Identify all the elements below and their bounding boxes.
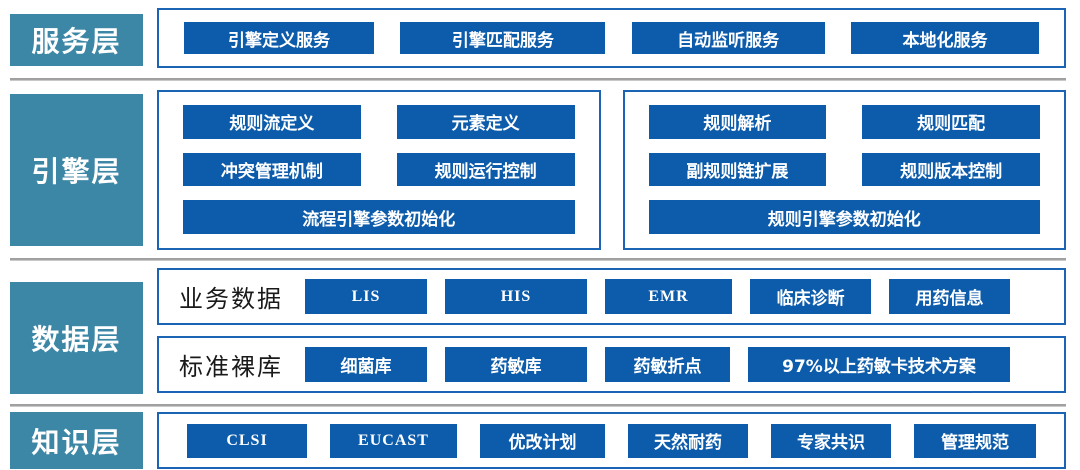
chip-rule-matching: 规则匹配 <box>862 105 1040 139</box>
chip-conflict-management: 冲突管理机制 <box>183 152 361 187</box>
layer-label-data: 数据层 <box>10 282 143 394</box>
panel-engine-left: 规则流定义 元素定义 冲突管理机制 规则运行控制 流程引擎参数初始化 <box>157 90 601 250</box>
chip-engine-matching-service: 引擎匹配服务 <box>400 22 606 54</box>
chip-eucast: EUCAST <box>330 423 457 458</box>
chip-clsi: CLSI <box>187 423 307 458</box>
chip-rule-parsing: 规则解析 <box>648 105 827 139</box>
layer-service: 服务层 引擎定义服务 引擎匹配服务 自动监听服务 本地化服务 <box>10 8 1066 68</box>
layer-label-knowledge: 知识层 <box>10 412 143 469</box>
panel-knowledge: CLSI EUCAST 优改计划 天然耐药 专家共识 管理规范 <box>157 412 1066 469</box>
layer-divider <box>10 258 1066 261</box>
chip-engine-definition-service: 引擎定义服务 <box>184 22 374 54</box>
panel-standard-db: 标准裸库 细菌库 药敏库 药敏折点 97%以上药敏卡技术方案 <box>157 336 1066 393</box>
panel-engine-right: 规则解析 规则匹配 副规则链扩展 规则版本控制 规则引擎参数初始化 <box>622 90 1066 250</box>
layer-knowledge: 知识层 CLSI EUCAST 优改计划 天然耐药 专家共识 管理规范 <box>10 412 1066 469</box>
layer-knowledge-content: CLSI EUCAST 优改计划 天然耐药 专家共识 管理规范 <box>157 412 1066 469</box>
chip-auto-listening-service: 自动监听服务 <box>631 22 825 54</box>
panel-business-data: 业务数据 LIS HIS EMR 临床诊断 用药信息 <box>157 268 1066 325</box>
chip-medication-info: 用药信息 <box>889 279 1010 314</box>
layer-data: 数据层 业务数据 LIS HIS EMR 临床诊断 用药信息 标准裸库 细菌库 … <box>10 268 1066 394</box>
chip-management-standard: 管理规范 <box>914 423 1036 458</box>
layer-label-service: 服务层 <box>10 14 143 66</box>
layer-data-content: 业务数据 LIS HIS EMR 临床诊断 用药信息 标准裸库 细菌库 药敏库 … <box>157 268 1066 394</box>
group-title-business-data: 业务数据 <box>179 287 283 313</box>
chip-expert-consensus: 专家共识 <box>771 423 891 458</box>
chip-bacteria-db: 细菌库 <box>305 347 427 382</box>
group-title-standard-db: 标准裸库 <box>179 355 283 381</box>
chip-process-engine-param-init: 流程引擎参数初始化 <box>183 200 575 234</box>
chip-rule-engine-param-init: 规则引擎参数初始化 <box>648 200 1040 234</box>
layer-label-engine: 引擎层 <box>10 94 143 246</box>
chip-localization-service: 本地化服务 <box>850 22 1039 54</box>
chip-element-definition: 元素定义 <box>396 105 575 139</box>
chip-susceptibility-breakpoint: 药敏折点 <box>605 347 730 382</box>
chip-rule-version-control: 规则版本控制 <box>862 152 1040 187</box>
chip-emr: EMR <box>605 279 732 314</box>
layer-service-content: 引擎定义服务 引擎匹配服务 自动监听服务 本地化服务 <box>157 8 1066 68</box>
layer-engine-content: 规则流定义 元素定义 冲突管理机制 规则运行控制 流程引擎参数初始化 规则解析 … <box>157 90 1066 250</box>
chip-clinical-diagnosis: 临床诊断 <box>750 279 871 314</box>
chip-susceptibility-db: 药敏库 <box>445 347 587 382</box>
chip-rule-run-control: 规则运行控制 <box>396 152 575 187</box>
layer-divider <box>10 404 1066 407</box>
chip-lis: LIS <box>305 279 427 314</box>
chip-optimization-plan: 优改计划 <box>480 423 605 458</box>
chip-susceptibility-card-solution: 97%以上药敏卡技术方案 <box>748 347 1010 382</box>
panel-service: 引擎定义服务 引擎匹配服务 自动监听服务 本地化服务 <box>157 8 1066 68</box>
layer-engine: 引擎层 规则流定义 元素定义 冲突管理机制 规则运行控制 流程引擎参数初始化 规… <box>10 90 1066 250</box>
chip-rule-flow-definition: 规则流定义 <box>183 105 361 139</box>
chip-intrinsic-resistance: 天然耐药 <box>628 423 748 458</box>
chip-sub-rule-chain-extension: 副规则链扩展 <box>648 152 827 187</box>
layer-divider <box>10 78 1066 81</box>
chip-his: HIS <box>445 279 587 314</box>
